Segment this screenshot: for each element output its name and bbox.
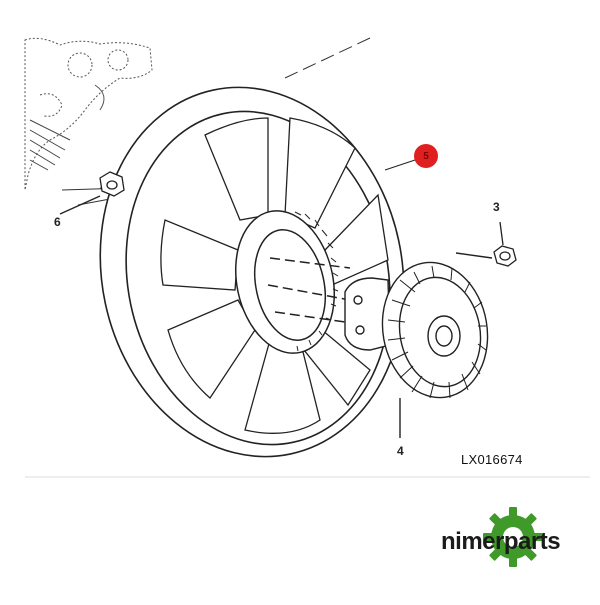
fan-hub <box>234 210 351 354</box>
brand-wordmark: nimerparts <box>441 528 561 555</box>
gear-icon <box>483 507 543 567</box>
nut-3 <box>493 221 517 267</box>
callout-5-highlighted[interactable]: 5 <box>414 144 438 168</box>
leader-5 <box>384 159 416 171</box>
callout-3: 3 <box>493 200 500 214</box>
figure-code: LX016674 <box>461 452 523 467</box>
engine-housing <box>24 37 153 191</box>
nut-6 <box>59 171 125 215</box>
callout-4: 4 <box>397 444 404 458</box>
callout-6: 6 <box>54 215 61 229</box>
fan-clutch <box>344 252 493 438</box>
